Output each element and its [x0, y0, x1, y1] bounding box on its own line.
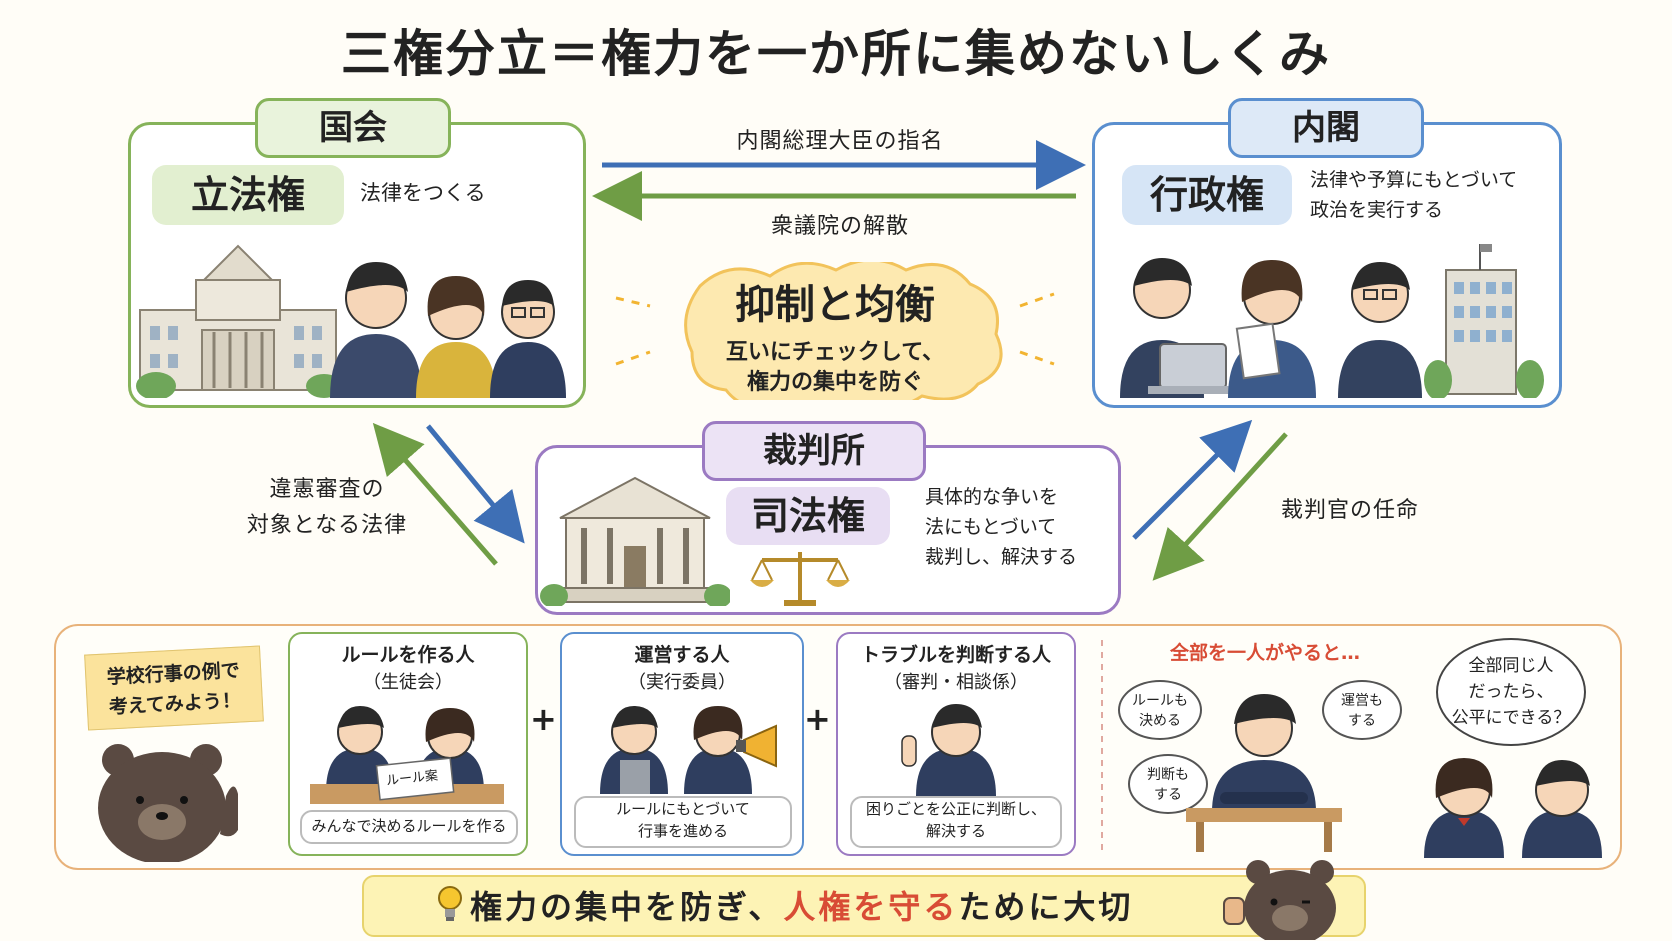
referee-illustration — [901, 704, 996, 796]
thought-bubble-line: 判断も — [1147, 767, 1189, 783]
label-kaisan: 衆議院の解散 — [770, 214, 909, 239]
person-icon — [330, 262, 422, 398]
thought-bubble-line: する — [1154, 787, 1182, 803]
rippo-desc: 法律をつくる — [360, 181, 486, 205]
footer-banner — [362, 875, 1366, 937]
arrow-saibansho-to-naikaku — [1132, 419, 1253, 540]
check-balance-title: 抑制と均衡 — [735, 282, 935, 328]
check-balance-line: 権力の集中を防ぐ — [746, 370, 923, 395]
office-building-icon — [1424, 244, 1544, 398]
question-line: 公平にできる？ — [1451, 708, 1571, 728]
shiho-desc-line: 法にもとづいて — [925, 516, 1057, 538]
kokkai-illustration — [136, 244, 566, 398]
footer-text-part: 権力の集中を防ぎ、 — [470, 888, 784, 926]
scales-icon — [750, 552, 850, 606]
summary-title: 全部を一人がやると… — [1169, 642, 1360, 664]
shiho-ken-label: 司法権 — [726, 487, 890, 545]
check-balance-line: 互いにチェックして、 — [725, 340, 945, 365]
card-operator-note-line: ルールにもとづいて — [616, 800, 750, 818]
check-balance-cloud — [684, 262, 1003, 400]
naikaku-name: 内閣 — [1228, 98, 1424, 158]
emphasis-rays — [615, 292, 1055, 366]
person-icon — [1228, 260, 1316, 398]
megaphone-icon — [736, 724, 777, 768]
thought-bubble-line: する — [1348, 713, 1376, 729]
footer-text: 権力の集中を防ぎ、人権を守るために大切 — [470, 882, 1133, 928]
person-icon — [684, 706, 752, 794]
page-title: 三権分立＝権力を一か所に集めないしくみ — [341, 25, 1331, 83]
bear-thumbs-up-icon — [1223, 860, 1336, 940]
courthouse-icon — [540, 476, 730, 606]
card-operator-note-line: 行事を進める — [637, 822, 728, 840]
card-judge-note-line: 解決する — [925, 822, 986, 840]
arrow-naikaku-to-saibansho — [1152, 432, 1288, 581]
thought-bubble-operate: 運営も する — [1322, 680, 1402, 740]
thought-bubble-line: 運営も — [1341, 693, 1383, 709]
thought-bubble-rules: ルールも 決める — [1118, 680, 1202, 740]
shiho-desc-line: 裁判し、解決する — [925, 546, 1078, 568]
shiho-desc-line: 具体的な争いを — [925, 486, 1059, 508]
person-icon — [416, 276, 496, 398]
rippo-ken-label: 立法権 — [152, 165, 344, 225]
person-icon — [490, 280, 566, 398]
diet-building-icon — [136, 244, 342, 398]
thought-bubble-line: 決める — [1139, 713, 1181, 729]
plus-sign: + — [804, 700, 831, 738]
card-operator-note: ルールにもとづいて 行事を進める — [574, 796, 792, 848]
person-icon — [1424, 758, 1504, 858]
card-rule-maker-note: みんなで決めるルールを作る — [300, 810, 518, 844]
card-rule-maker-sub: （生徒会） — [363, 672, 453, 693]
lightbulb-icon — [438, 886, 462, 921]
person-icon — [600, 706, 668, 794]
label-iken-line: 違憲審査の — [269, 477, 385, 502]
gyosei-desc-line: 法律や予算にもとづいて — [1310, 169, 1518, 191]
card-judge-note: 困りごとを公正に判断し、 解決する — [850, 796, 1062, 848]
divider — [1101, 640, 1103, 852]
arrow-kokkai-to-saibansho — [426, 424, 525, 544]
footer-text-part: ために大切 — [958, 888, 1134, 926]
students-pair-illustration — [1424, 758, 1602, 858]
gyosei-desc-line: 政治を実行する — [1310, 199, 1444, 221]
student-council-illustration: ルール案 — [310, 706, 504, 804]
card-rule-maker-title: ルールを作る人 — [341, 644, 475, 666]
card-operator-sub: （実行委員） — [628, 672, 736, 693]
arrow-saibansho-to-kokkai — [372, 422, 498, 566]
card-operator-title: 運営する人 — [634, 644, 730, 666]
saibansho-name: 裁判所 — [702, 421, 926, 481]
rule-draft-label: ルール案 — [385, 769, 438, 789]
label-iken-line: 対象となる法律 — [246, 513, 408, 538]
person-icon — [1338, 262, 1422, 398]
example-sticky-note: 学校行事の例で 考えてみよう！ — [84, 645, 264, 731]
kokkai-name: 国会 — [255, 98, 451, 158]
label-iken-shinsa: 違憲審査の 対象となる法律 — [222, 472, 432, 544]
thought-bubble-line: ルールも — [1132, 693, 1188, 709]
person-icon — [326, 706, 394, 792]
gyosei-ken-label: 行政権 — [1122, 165, 1292, 225]
plus-sign: + — [530, 700, 557, 738]
laptop-icon — [1148, 343, 1238, 394]
overloaded-student-illustration — [1186, 694, 1342, 852]
person-icon — [1522, 760, 1602, 858]
bear-mascot-icon — [98, 744, 238, 862]
card-judge-title: トラブルを判断する人 — [860, 644, 1051, 666]
person-icon — [901, 704, 996, 796]
label-ninmei: 裁判官の任命 — [1280, 498, 1419, 523]
person-icon — [1212, 694, 1316, 812]
naikaku-illustration — [1120, 244, 1544, 398]
committee-illustration — [600, 706, 777, 794]
gyosei-desc: 法律や予算にもとづいて 政治を実行する — [1310, 165, 1517, 225]
thought-bubble-judge: 判断も する — [1128, 754, 1208, 814]
shiho-desc: 具体的な争いを 法にもとづいて 裁判し、解決する — [925, 482, 1077, 572]
footer-highlight: 人権を守る — [783, 888, 959, 926]
card-judge-sub: （審判・相談係） — [884, 672, 1028, 693]
card-judge-note-line: 困りごとを公正に判断し、 — [865, 800, 1046, 818]
question-line: 全部同じ人 — [1468, 656, 1554, 676]
label-shimei: 内閣総理大臣の指名 — [736, 129, 944, 154]
question-line: だったら、 — [1468, 682, 1554, 702]
question-bubble: 全部同じ人 だったら、 公平にできる？ — [1436, 638, 1586, 746]
